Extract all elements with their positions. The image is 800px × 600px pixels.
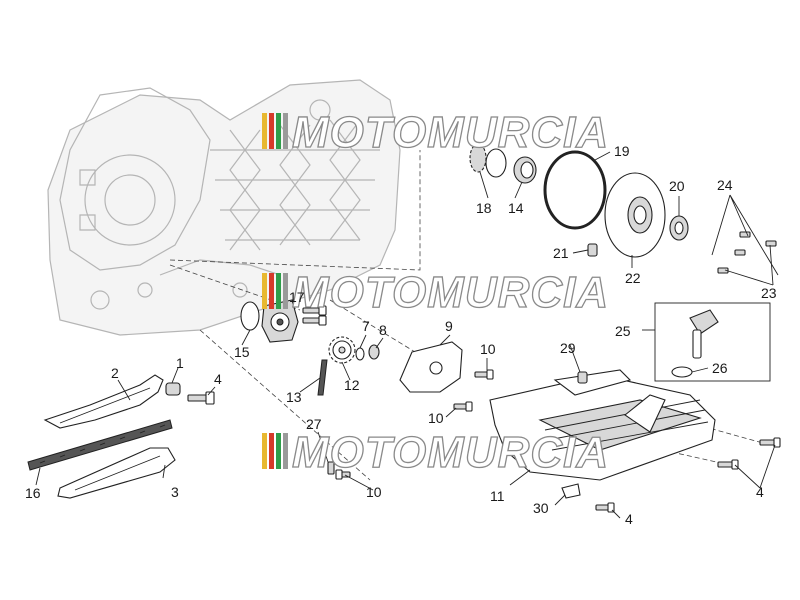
chain-guide: [57, 447, 176, 499]
cover-disc: [604, 172, 666, 258]
callout-7: 7: [362, 318, 370, 334]
pump-cover-plate: [399, 341, 463, 393]
watermark-text: MOTOMURCIA: [292, 108, 609, 157]
watermark-stripe-4: [283, 113, 288, 149]
pump-chain: [317, 359, 328, 396]
callout-14: 14: [508, 200, 524, 216]
callout-4: 4: [214, 371, 222, 387]
watermark-text: MOTOMURCIA: [292, 268, 609, 317]
clip-part-21: [587, 243, 598, 257]
crankcase-ghost: [47, 79, 401, 336]
watermark-stripe-2: [269, 273, 274, 309]
watermark-stripe-3: [276, 113, 281, 149]
callout-21: 21: [553, 245, 569, 261]
lower-screws: [327, 461, 351, 480]
callout-17: 17: [289, 289, 305, 305]
bolts-part-4-right: [595, 437, 781, 513]
spacer-bush: [165, 382, 181, 396]
watermark-bottom: MOTOMURCIA: [262, 427, 609, 478]
watermark-stripe-4: [283, 273, 288, 309]
oil-sump-cover: [489, 369, 716, 481]
callout-29: 29: [560, 340, 576, 356]
watermark-stripe-2: [269, 433, 274, 469]
watermark-stripe-4: [283, 433, 288, 469]
watermark-stripe-1: [262, 273, 267, 309]
chain-tensioner-slider: [43, 374, 164, 429]
watermark-stripe-3: [276, 433, 281, 469]
callout-26: 26: [712, 360, 728, 376]
callout-13: 13: [286, 389, 302, 405]
callout-22: 22: [625, 270, 641, 286]
callout-10: 10: [428, 410, 444, 426]
sprocket-washer: [355, 347, 365, 361]
bracket-clip: [561, 483, 581, 499]
dowel-pin: [577, 371, 588, 384]
callout-11: 11: [490, 488, 505, 504]
oil-pump-gasket: [240, 301, 260, 331]
sprocket-nut: [368, 344, 380, 360]
callout-12: 12: [344, 377, 360, 393]
watermark-text: MOTOMURCIA: [292, 428, 609, 477]
pump-screws: [302, 305, 327, 326]
oil-pump-body: [261, 299, 299, 343]
callout-16: 16: [25, 485, 41, 501]
callout-30: 30: [533, 500, 549, 516]
timing-chain: [27, 419, 173, 471]
callout-20: 20: [669, 178, 685, 194]
pump-sprocket: [328, 336, 356, 364]
callout-27: 27: [306, 416, 322, 432]
callout-24: 24: [717, 177, 733, 193]
gear-part-18: [469, 143, 507, 178]
o-ring: [543, 150, 607, 230]
callout-18: 18: [476, 200, 492, 216]
watermark-stripe-2: [269, 113, 274, 149]
callout-8: 8: [379, 322, 387, 338]
callout-10: 10: [480, 341, 496, 357]
callout-2: 2: [111, 365, 119, 381]
callout-4: 4: [756, 484, 764, 500]
callout-1: 1: [176, 355, 184, 371]
watermark-middle: MOTOMURCIA: [262, 267, 609, 318]
callout-10: 10: [366, 484, 382, 500]
seal-part-20: [669, 215, 689, 241]
watermark-stripe-1: [262, 113, 267, 149]
bolt-part-4-left: [187, 391, 215, 405]
callout-15: 15: [234, 344, 250, 360]
callout-19: 19: [614, 143, 630, 159]
watermark-top: MOTOMURCIA: [262, 107, 609, 158]
callout-3: 3: [171, 484, 179, 500]
watermark-stripe-3: [276, 273, 281, 309]
callout-23: 23: [761, 285, 777, 301]
callout-9: 9: [445, 318, 453, 334]
callout-25: 25: [615, 323, 631, 339]
cover-screws: [453, 369, 494, 412]
callout-labels: 1 2 3 4 4 4 7 8 9 10 10 10 11 12 13 14 1…: [25, 143, 777, 527]
leader-lines: [35, 151, 779, 519]
screws-part-23-24: [717, 231, 777, 274]
callout-4: 4: [625, 511, 633, 527]
watermark-stripe-1: [262, 433, 267, 469]
seal-part-14: [513, 156, 537, 184]
